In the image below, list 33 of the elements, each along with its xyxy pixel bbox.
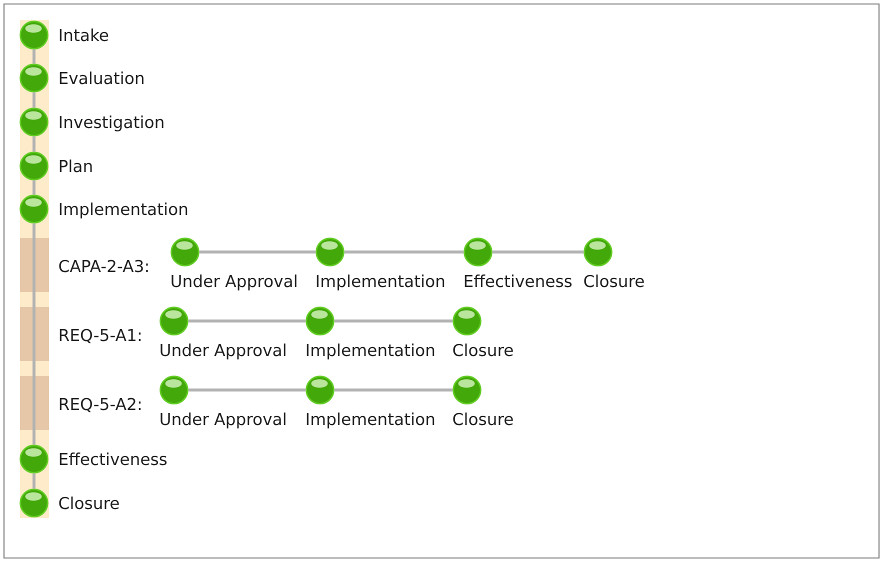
milestone-label: Intake	[60, 28, 108, 42]
milestone-label: Implementation	[306, 412, 434, 428]
row-label: CAPA-2-A3:	[59, 260, 148, 272]
milestone-label: Under Approval	[172, 274, 296, 290]
connector-line	[32, 92, 36, 108]
milestone-label: Investigation	[60, 116, 164, 132]
milestone-label: Closure	[584, 274, 644, 288]
milestone-label: Implementation	[60, 202, 188, 218]
milestone-label: Under Approval	[160, 412, 286, 428]
connector-line	[32, 180, 36, 195]
milestone-label: Closure	[59, 496, 119, 510]
connector-line	[344, 250, 464, 254]
connector-line	[32, 49, 36, 64]
connector-line	[188, 320, 306, 322]
milestone-label: Effectiveness	[464, 274, 572, 288]
milestone-label: Evaluation	[60, 72, 144, 84]
milestone-label: Closure	[453, 412, 513, 426]
connector-line	[492, 250, 584, 254]
milestone-label: Plan	[60, 160, 92, 172]
connector-line	[334, 388, 453, 392]
connector-line	[334, 320, 453, 322]
milestone-label: Effectiveness	[60, 452, 167, 466]
row-label: REQ-5-A2:	[60, 398, 141, 412]
connector-line	[199, 250, 316, 254]
milestone-label: Implementation	[306, 344, 434, 360]
milestone-label: Implementation	[316, 274, 444, 290]
connector-line	[32, 473, 36, 489]
milestone-label: Closure	[453, 344, 513, 356]
connector-line	[32, 136, 36, 152]
connector-line	[188, 388, 306, 392]
row-label: REQ-5-A1:	[60, 328, 141, 344]
milestone-label: Under Approval	[160, 344, 286, 360]
connector-line	[32, 223, 36, 445]
